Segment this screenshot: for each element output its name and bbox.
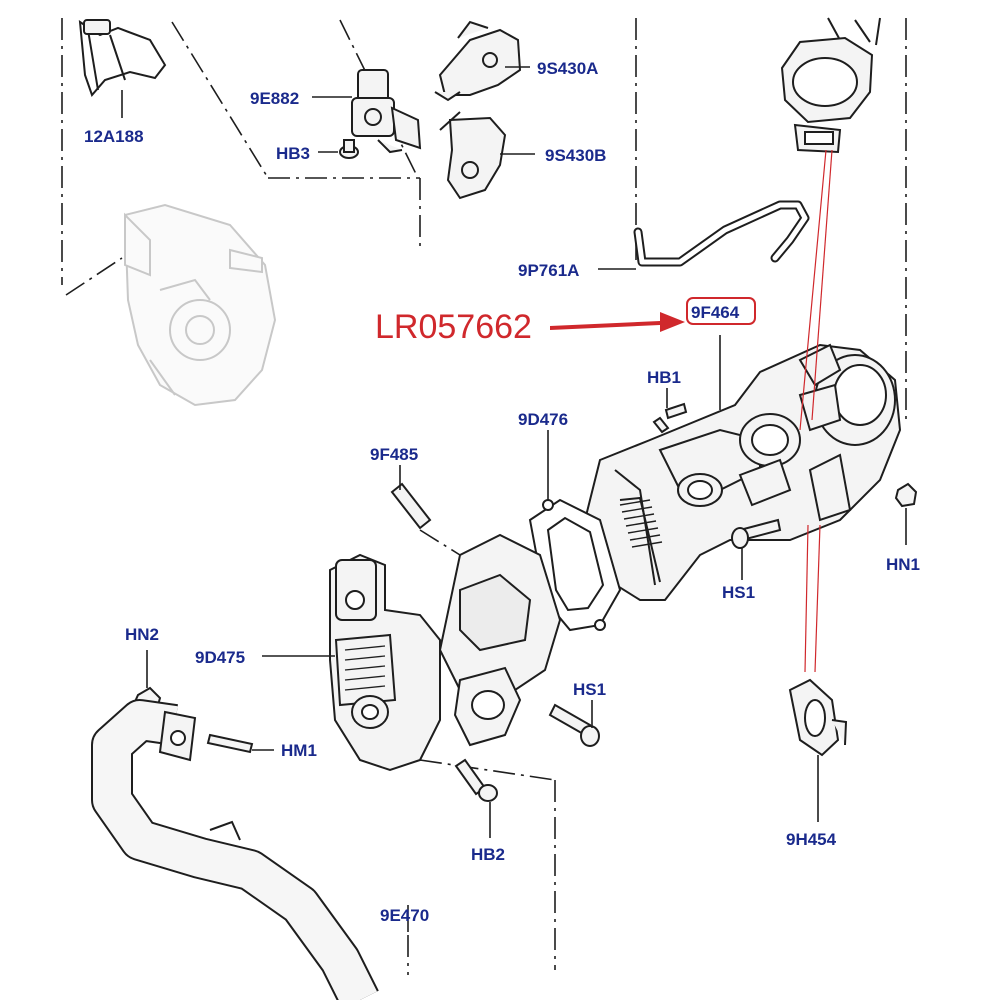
bracket-9S430B <box>439 111 507 200</box>
bolt-HS1-lower <box>548 703 600 747</box>
label-9F485: 9F485 <box>370 445 418 464</box>
pipe-9E470 <box>91 699 379 1000</box>
part-labels: 12A188 9E882 HB3 9S430A 9S430B 9P761A 9F… <box>84 59 920 925</box>
label-HB1: HB1 <box>647 368 681 387</box>
label-HN1: HN1 <box>886 555 920 574</box>
alignment-line <box>804 524 809 673</box>
nut-HN1 <box>894 482 918 508</box>
alignment-line <box>814 524 821 673</box>
leader-lines <box>121 66 907 932</box>
bolt-HB1 <box>652 402 688 434</box>
pin-9F485 <box>390 482 432 530</box>
label-HS1-upper: HS1 <box>722 583 755 602</box>
label-9S430A: 9S430A <box>537 59 598 78</box>
egr-cooler-9F464 <box>583 343 902 601</box>
egr-valve-9D475 <box>329 533 562 772</box>
boundary-line <box>171 21 269 179</box>
bolt-HB2 <box>454 758 498 802</box>
bolt-HB3 <box>339 139 359 159</box>
callout-box <box>686 297 756 325</box>
bracket-9S430A <box>434 20 522 102</box>
part-number-callout: LR057662 <box>375 308 532 346</box>
label-HS1-lower: HS1 <box>573 680 606 699</box>
label-HM1: HM1 <box>281 741 317 760</box>
label-9P761A: 9P761A <box>518 261 579 280</box>
stud-HM1 <box>206 733 254 754</box>
label-9H454: 9H454 <box>786 830 837 849</box>
label-9D476: 9D476 <box>518 410 568 429</box>
label-9S430B: 9S430B <box>545 146 606 165</box>
bolt-HS1-upper <box>731 518 782 549</box>
alignment-line <box>799 149 827 431</box>
boundary-line <box>419 529 461 556</box>
boundary-line <box>65 257 123 296</box>
fuel-pump-ghost <box>123 203 277 407</box>
clamp-9H454 <box>788 678 848 757</box>
callout-arrow <box>550 312 685 332</box>
alignment-line <box>811 149 833 421</box>
label-9F464: 9F464 <box>691 303 740 322</box>
label-9E882: 9E882 <box>250 89 299 108</box>
label-9E470: 9E470 <box>380 906 429 925</box>
harness-12A188 <box>78 19 167 97</box>
electrical-connector <box>780 17 881 154</box>
solenoid-9E882 <box>351 69 422 154</box>
hose-9P761A <box>633 200 810 267</box>
label-12A188: 12A188 <box>84 127 144 146</box>
label-9D475: 9D475 <box>195 648 245 667</box>
boundary-line <box>419 759 556 781</box>
label-HB3: HB3 <box>276 144 310 163</box>
label-HN2: HN2 <box>125 625 159 644</box>
alignment-lines <box>799 149 833 673</box>
label-HB2: HB2 <box>471 845 505 864</box>
